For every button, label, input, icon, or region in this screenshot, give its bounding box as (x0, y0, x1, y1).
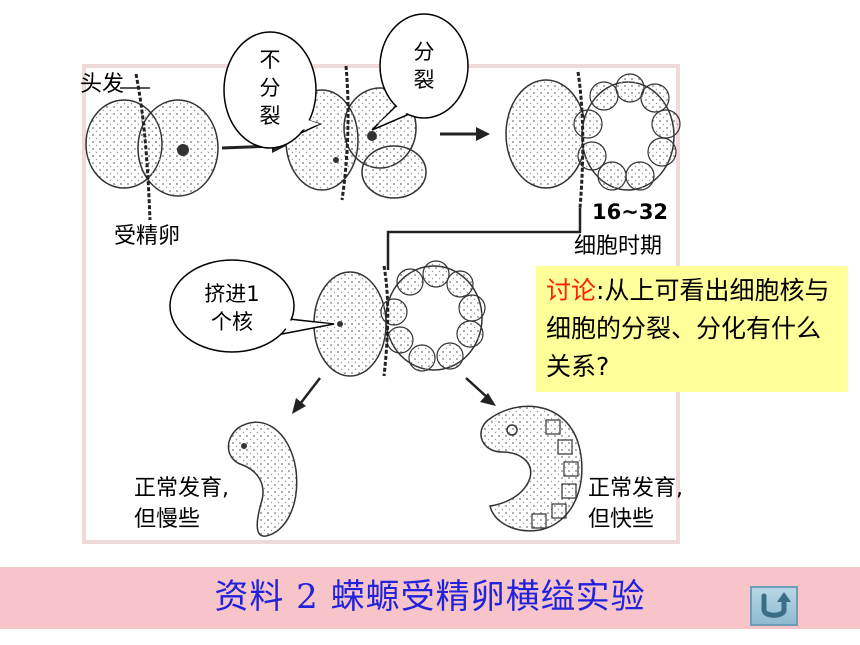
bubble-no-division (223, 31, 323, 149)
stage-text-label: 细胞时期 (574, 234, 663, 259)
bubble-no-division-line-3: 裂 (259, 104, 281, 128)
hair-strand (134, 73, 152, 221)
bubble-division-line-1: 分 (413, 40, 435, 64)
bubble-squeeze-line-1: 挤进1 (204, 282, 260, 306)
connector-line (386, 208, 582, 270)
arrow-2 (440, 127, 490, 141)
bubble-division (371, 13, 469, 131)
hair-strand-3 (576, 71, 585, 209)
fast-embryo (480, 405, 583, 532)
normal-slow-label-1: 正常发育, (134, 476, 229, 501)
discussion-box: 讨论:从上可看出细胞核与细胞的分裂、分化有什么关系? (536, 266, 848, 392)
bubble-squeeze (169, 259, 335, 353)
sixteen-cell-embryo (505, 71, 681, 209)
squeezed-nucleus-embryo (313, 260, 486, 377)
stage-number-label: 16~32 (592, 200, 669, 224)
slide-title: 资料 2 蝾螈受精卵横缢实验 (214, 577, 646, 617)
arrow-left-down (292, 377, 321, 414)
return-u-turn-icon (761, 592, 791, 618)
bubble-no-division-text: 不 分 裂 (250, 46, 290, 130)
title-band (0, 567, 860, 629)
fertilized-egg (85, 73, 219, 221)
normal-fast-label-2: 但快些 (588, 507, 655, 532)
bubble-no-division-line-2: 分 (259, 76, 281, 100)
slow-embryo (227, 421, 298, 537)
hair-label: 头发 (80, 72, 125, 97)
bubble-squeeze-text: 挤进1 个核 (186, 280, 278, 336)
bubble-division-text: 分 裂 (404, 38, 444, 94)
normal-fast-label-1: 正常发育, (588, 476, 683, 501)
discussion-lead: 讨论 (546, 276, 597, 305)
bubble-division-line-2: 裂 (413, 68, 435, 92)
arrow-right-down (465, 377, 496, 406)
discussion-text: :从上可看出细胞核与细胞的分裂、分化有什么关系? (546, 276, 830, 381)
fertilized-egg-label: 受精卵 (114, 224, 181, 249)
bubble-squeeze-line-2: 个核 (211, 310, 253, 334)
return-button[interactable] (750, 586, 798, 626)
hair-strand-2 (340, 65, 350, 201)
bubble-no-division-line-1: 不 (259, 48, 281, 72)
hair-strand-4 (382, 265, 390, 377)
normal-slow-label-2: 但慢些 (134, 507, 201, 532)
